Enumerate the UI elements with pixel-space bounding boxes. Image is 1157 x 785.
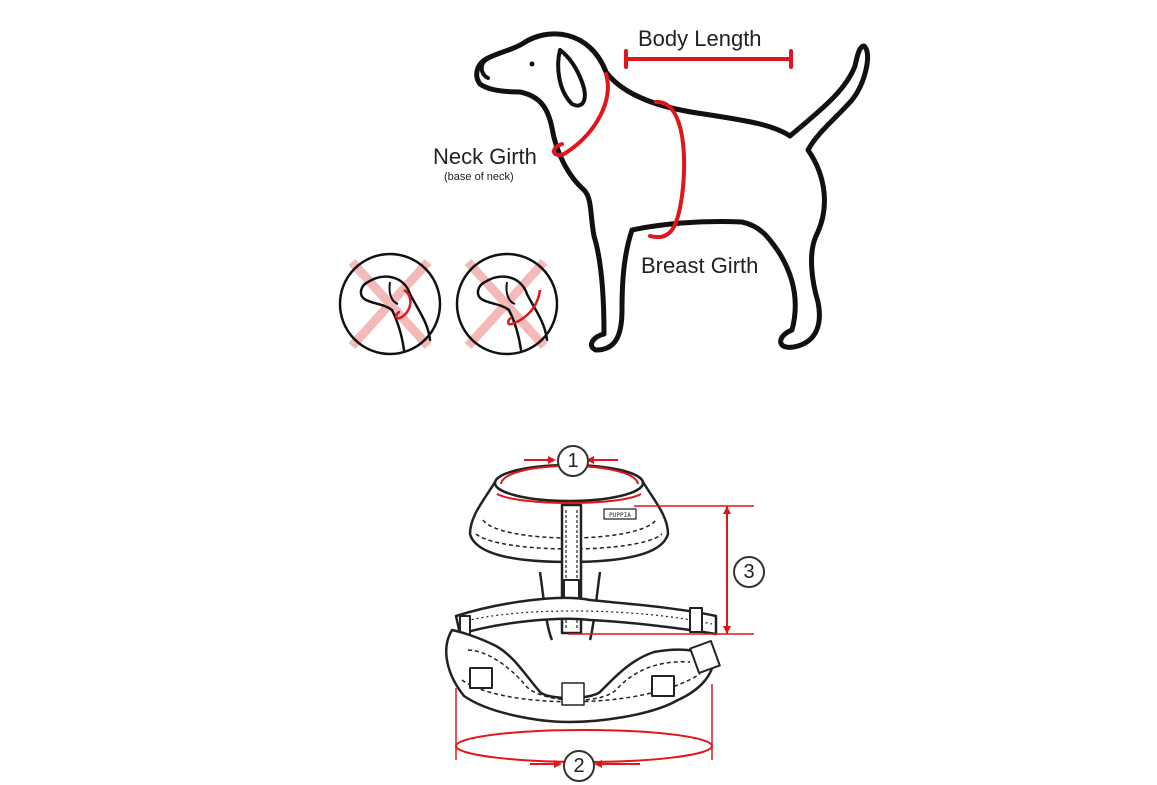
marker-3: 3 [733, 556, 765, 588]
marker-2: 2 [563, 750, 595, 782]
breast-girth-label: Breast Girth [641, 253, 759, 278]
wrong-position-1 [338, 252, 442, 356]
breast-girth-line [648, 99, 687, 240]
dog-outline [474, 31, 870, 353]
harness-illustration: PUPPIA [444, 463, 721, 724]
neck-girth-note: (base of neck) [444, 171, 514, 183]
measure-lines [552, 49, 793, 240]
neck-girth-label: Neck Girth [433, 144, 537, 169]
wrong-position-2 [455, 252, 559, 356]
harness-tag: PUPPIA [609, 512, 631, 519]
body-length-label: Body Length [638, 26, 762, 51]
marker-1: 1 [557, 445, 589, 477]
neck-girth-line [552, 72, 610, 157]
